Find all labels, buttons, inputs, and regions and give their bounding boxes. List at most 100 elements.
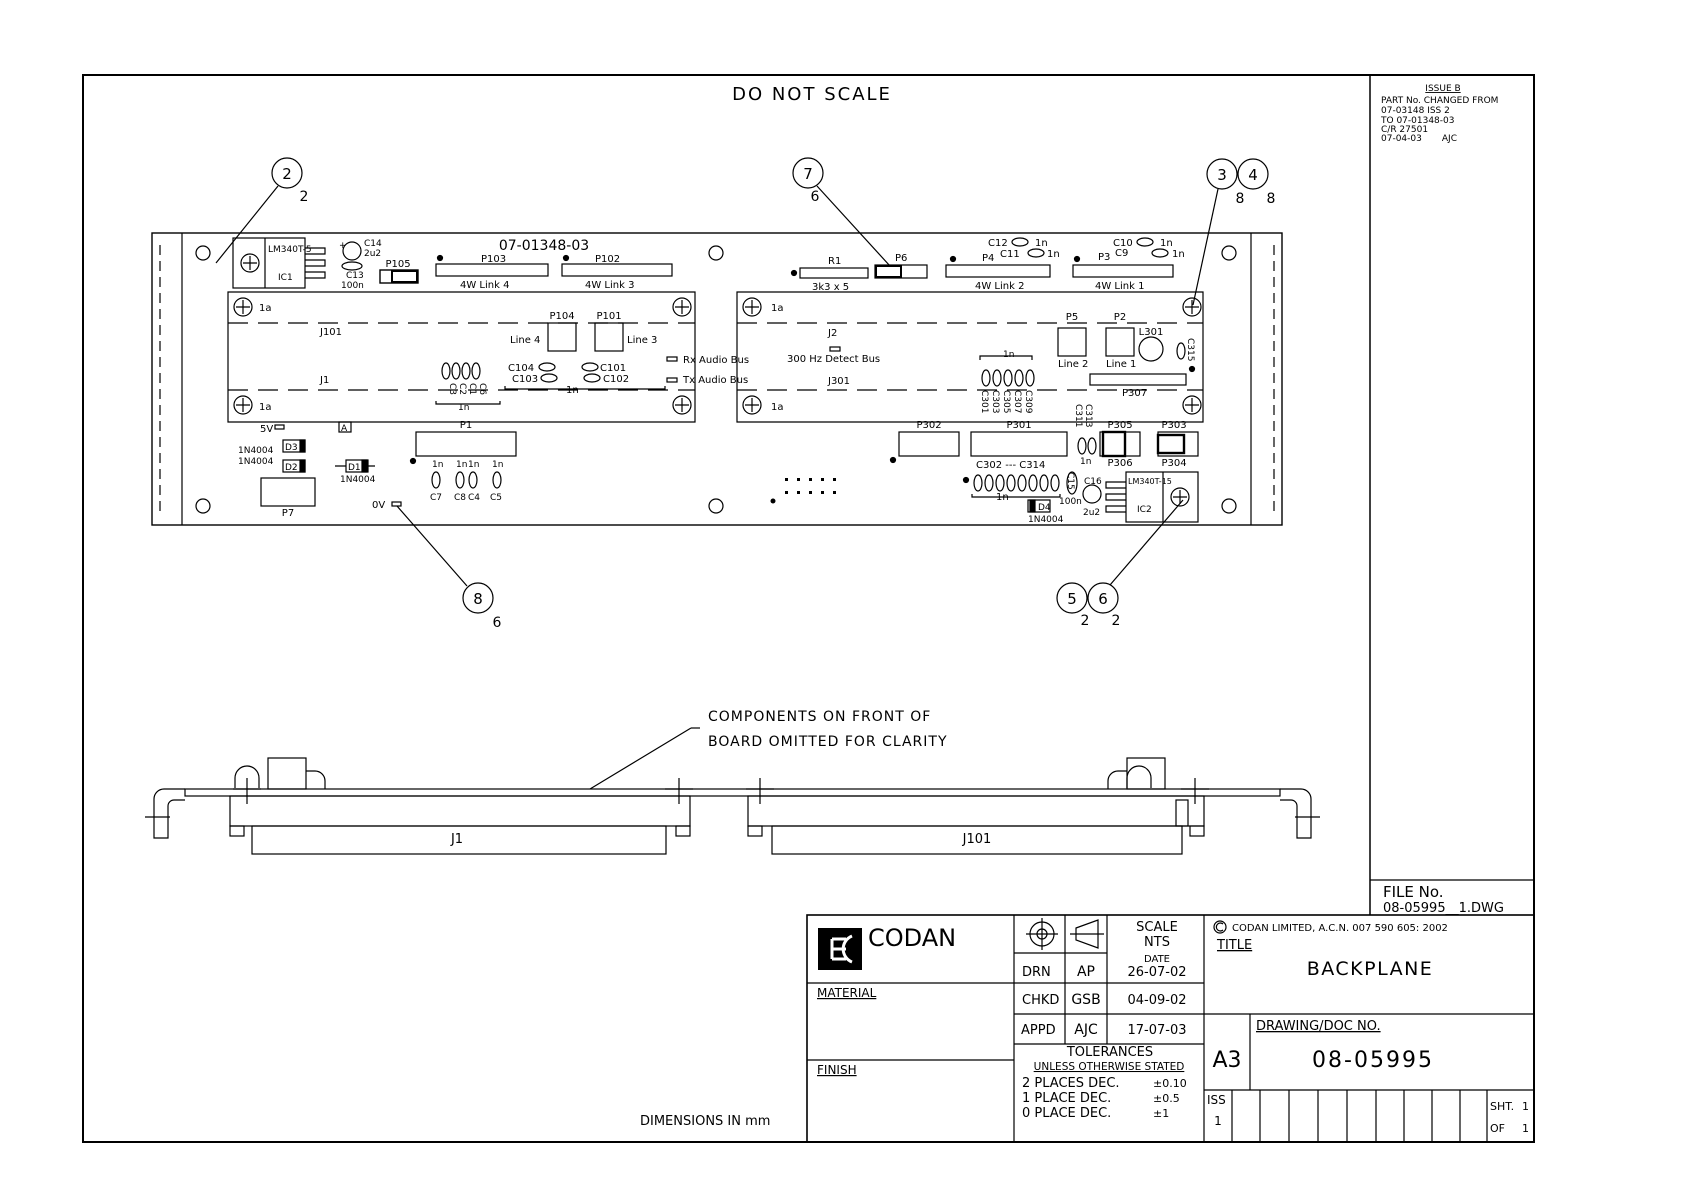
svg-text:C1: C1 bbox=[467, 383, 477, 395]
do-not-scale-note: DO NOT SCALE bbox=[732, 84, 892, 105]
svg-text:C301: C301 bbox=[979, 390, 989, 413]
svg-text:±1: ±1 bbox=[1153, 1107, 1169, 1120]
header-p5 bbox=[1057, 327, 1087, 357]
connector-j2-label: J2 bbox=[827, 328, 837, 339]
svg-text:1n: 1n bbox=[492, 460, 503, 470]
header-p302 bbox=[898, 431, 960, 457]
svg-text:5V: 5V bbox=[260, 424, 273, 435]
svg-text:APPD: APPD bbox=[1021, 1023, 1056, 1038]
svg-text:C3: C3 bbox=[447, 383, 457, 395]
screw-icon bbox=[1170, 487, 1190, 507]
svg-text:TOLERANCES: TOLERANCES bbox=[1066, 1045, 1153, 1060]
svg-text:+: + bbox=[339, 241, 347, 251]
header-p3 bbox=[1072, 255, 1174, 278]
svg-text:1a: 1a bbox=[259, 402, 272, 413]
resistor-network-r1 bbox=[799, 267, 869, 279]
svg-text:NTS: NTS bbox=[1144, 935, 1170, 950]
diode-d4 bbox=[1027, 499, 1051, 513]
svg-text:P302: P302 bbox=[916, 420, 941, 431]
svg-text:5: 5 bbox=[1067, 590, 1077, 608]
svg-text:1n: 1n bbox=[1035, 238, 1048, 249]
connector-j1-label: J1 bbox=[319, 375, 329, 386]
ic2-label: IC2 bbox=[1137, 505, 1152, 515]
svg-text:1N4004: 1N4004 bbox=[340, 475, 376, 485]
svg-text:P4: P4 bbox=[982, 253, 994, 264]
svg-text:3: 3 bbox=[1217, 166, 1227, 184]
header-p4 bbox=[945, 255, 1051, 278]
svg-text:P301: P301 bbox=[1006, 420, 1031, 431]
svg-text:P7: P7 bbox=[282, 508, 294, 519]
svg-text:8: 8 bbox=[1236, 191, 1245, 207]
balloon-2: 2 2 bbox=[215, 157, 308, 264]
svg-text:C311: C311 bbox=[1073, 404, 1083, 427]
connector-region-j101-j1 bbox=[227, 291, 696, 423]
backplane-side-view: COMPONENTS ON FRONT OF BOARD OMITTED FOR… bbox=[145, 709, 1320, 855]
svg-text:2: 2 bbox=[1081, 613, 1090, 629]
svg-text:P1: P1 bbox=[460, 420, 472, 431]
inductor-l301 bbox=[1138, 336, 1164, 362]
screw-icon bbox=[742, 395, 762, 415]
codan-logo bbox=[818, 928, 862, 970]
issue-note: ISSUE B PART No. CHANGED FROM 07-03148 I… bbox=[1380, 84, 1498, 144]
svg-text:D1: D1 bbox=[348, 463, 361, 473]
screw-icon bbox=[233, 297, 253, 317]
svg-text:C305: C305 bbox=[1001, 390, 1011, 413]
finish-label: FINISH bbox=[817, 1063, 857, 1077]
svg-text:C303: C303 bbox=[990, 390, 1000, 413]
svg-text:0 PLACE DEC.: 0 PLACE DEC. bbox=[1022, 1106, 1111, 1121]
title-label: TITLE bbox=[1216, 938, 1252, 953]
title-block: CODAN MATERIAL FINISH DIMENSIONS IN mm S… bbox=[640, 914, 1535, 1143]
svg-text:P104: P104 bbox=[549, 311, 574, 322]
svg-text:1N4004: 1N4004 bbox=[1028, 515, 1064, 525]
svg-text:7: 7 bbox=[803, 165, 813, 183]
svg-text:1n: 1n bbox=[458, 403, 469, 413]
svg-text:C102: C102 bbox=[603, 374, 629, 385]
board-part-number: 07-01348-03 bbox=[499, 238, 589, 254]
svg-text:4W Link 2: 4W Link 2 bbox=[975, 281, 1024, 292]
svg-text:1a: 1a bbox=[259, 303, 272, 314]
svg-text:C16: C16 bbox=[1084, 477, 1102, 487]
svg-text:1n: 1n bbox=[456, 460, 467, 470]
svg-text:P3: P3 bbox=[1098, 252, 1110, 263]
svg-text:1n: 1n bbox=[566, 385, 579, 396]
balloon-6: 6 2 bbox=[1087, 499, 1184, 629]
capacitor-c13 bbox=[341, 261, 363, 271]
screw-icon bbox=[742, 297, 762, 317]
side-view-note-2: BOARD OMITTED FOR CLARITY bbox=[708, 734, 948, 750]
third-angle-projection-icon bbox=[1026, 918, 1104, 950]
svg-text:100n: 100n bbox=[1059, 497, 1082, 507]
svg-text:AP: AP bbox=[1077, 964, 1095, 980]
svg-text:1: 1 bbox=[1522, 1122, 1529, 1135]
drawing-border bbox=[82, 74, 1535, 1143]
drawing-number: 08-05995 bbox=[1312, 1048, 1434, 1073]
svg-text:1n: 1n bbox=[468, 460, 479, 470]
svg-text:P101: P101 bbox=[596, 311, 621, 322]
svg-text:C315: C315 bbox=[1185, 338, 1195, 361]
svg-text:D2: D2 bbox=[285, 463, 298, 473]
svg-text:D4: D4 bbox=[1038, 503, 1051, 513]
svg-text:P307: P307 bbox=[1122, 388, 1147, 399]
issue-grid bbox=[1231, 1090, 1488, 1142]
svg-text:4W Link 4: 4W Link 4 bbox=[460, 280, 509, 291]
svg-text:C11: C11 bbox=[1000, 249, 1020, 260]
svg-text:PART No. CHANGED FROM: PART No. CHANGED FROM bbox=[1381, 96, 1498, 106]
svg-text:Line 2: Line 2 bbox=[1058, 359, 1088, 370]
svg-text:P306: P306 bbox=[1107, 458, 1132, 469]
svg-text:1n: 1n bbox=[1047, 249, 1060, 260]
material-label: MATERIAL bbox=[817, 986, 877, 1000]
mounting-hole bbox=[1221, 498, 1237, 514]
svg-text:AJC: AJC bbox=[1074, 1022, 1098, 1038]
balloon-8: 8 6 bbox=[396, 505, 502, 631]
svg-text:C14: C14 bbox=[364, 239, 382, 249]
balloon-5: 5 2 bbox=[1056, 582, 1090, 629]
connector-p7 bbox=[260, 477, 316, 507]
screw-icon bbox=[233, 395, 253, 415]
rx-audio-bus-label: Rx Audio Bus bbox=[683, 355, 749, 366]
svg-text:J1: J1 bbox=[450, 832, 463, 847]
svg-text:Line 4: Line 4 bbox=[510, 335, 540, 346]
header-p305 bbox=[1099, 431, 1141, 457]
screw-icon bbox=[672, 297, 692, 317]
svg-text:C104: C104 bbox=[508, 363, 534, 374]
svg-text:J101: J101 bbox=[962, 832, 992, 847]
